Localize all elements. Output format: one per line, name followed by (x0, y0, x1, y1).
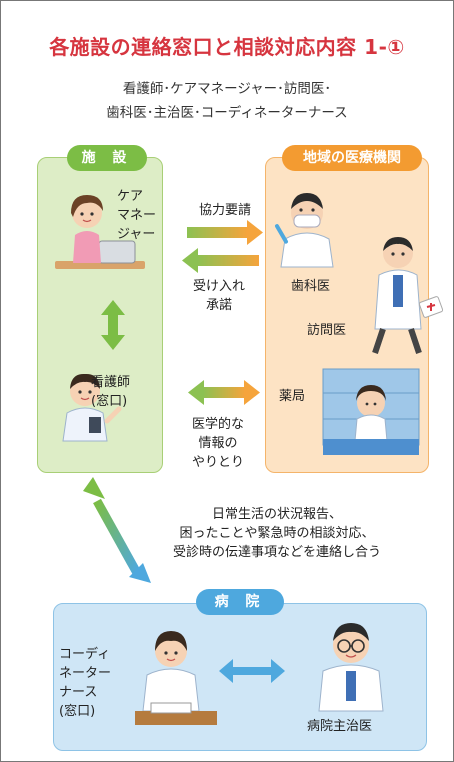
hospital-note-line: 日常生活の状況報告、 (211, 507, 342, 522)
subtitle-line: 看護師･ケアマネージャー･訪問医･ (122, 81, 332, 97)
pharmacy-label: 薬局 (279, 389, 306, 404)
care-manager-label-line: マネー (117, 208, 157, 223)
medical-info-label: 医学的な 情報の やりとり (185, 415, 251, 472)
facility-pill: 施 設 (67, 145, 147, 171)
coordinator-label-line: ナース (59, 685, 98, 700)
medical-info-arrow (188, 380, 260, 405)
nurse-label-line: 看護師 (91, 375, 131, 390)
accept-arrow (182, 248, 259, 273)
care-manager-illustration (55, 195, 145, 269)
facility-hospital-arrow (83, 477, 151, 583)
care-manager-label-line: ケア (117, 189, 144, 204)
subtitle-line: 歯科医･主治医･コーディネーターナース (106, 105, 348, 121)
attending-doctor-illustration (318, 623, 384, 712)
care-nurse-arrow (101, 300, 125, 350)
nurse-illustration (62, 373, 122, 442)
hospital-exchange-arrow (219, 659, 285, 683)
page-title: 各施設の連絡窓口と相談対応内容 1-① (49, 35, 405, 59)
care-manager-label: ケア マネー ジャー (117, 187, 156, 244)
regional-pill: 地域の医療機関 (282, 145, 422, 171)
nurse-label-line: (窓口) (91, 394, 128, 409)
attending-doctor-label: 病院主治医 (307, 719, 373, 734)
page-subtitle: 看護師･ケアマネージャー･訪問医･ 歯科医･主治医･コーディネーターナース (1, 77, 453, 125)
dentist-label: 歯科医 (291, 279, 331, 294)
hospital-note-line: 受診時の伝達事項などを連絡し合う (172, 545, 381, 560)
nurse-label: 看護師 (窓口) (91, 373, 130, 411)
medical-info-label-line: やりとり (191, 455, 244, 470)
coordinator-label-line: コーディ (59, 647, 111, 662)
hospital-pill: 病 院 (196, 589, 284, 615)
coordinator-label-line: ネーター (59, 666, 112, 681)
accept-label-line: 受け入れ (192, 279, 245, 294)
medical-info-label-line: 医学的な (191, 417, 244, 432)
dentist-illustration (275, 193, 334, 268)
coordinator-label-line: (窓口) (59, 704, 96, 719)
accept-label-line: 承諾 (205, 298, 232, 313)
hospital-note: 日常生活の状況報告、 困ったことや緊急時の相談対応、 受診時の伝達事項などを連絡… (107, 505, 447, 562)
coordinator-illustration (135, 631, 217, 725)
request-arrow (187, 220, 263, 245)
coordinator-label: コーディ ネーター ナース (窓口) (59, 645, 111, 721)
pharmacy-illustration (322, 368, 420, 455)
visiting-doctor-label: 訪問医 (307, 323, 347, 338)
visiting-doctor-illustration (372, 237, 444, 354)
accept-label: 受け入れ 承諾 (187, 277, 251, 315)
medical-info-label-line: 情報の (198, 436, 238, 451)
request-label: 協力要請 (198, 203, 251, 218)
hospital-note-line: 困ったことや緊急時の相談対応、 (179, 526, 375, 541)
care-manager-label-line: ジャー (117, 227, 156, 242)
